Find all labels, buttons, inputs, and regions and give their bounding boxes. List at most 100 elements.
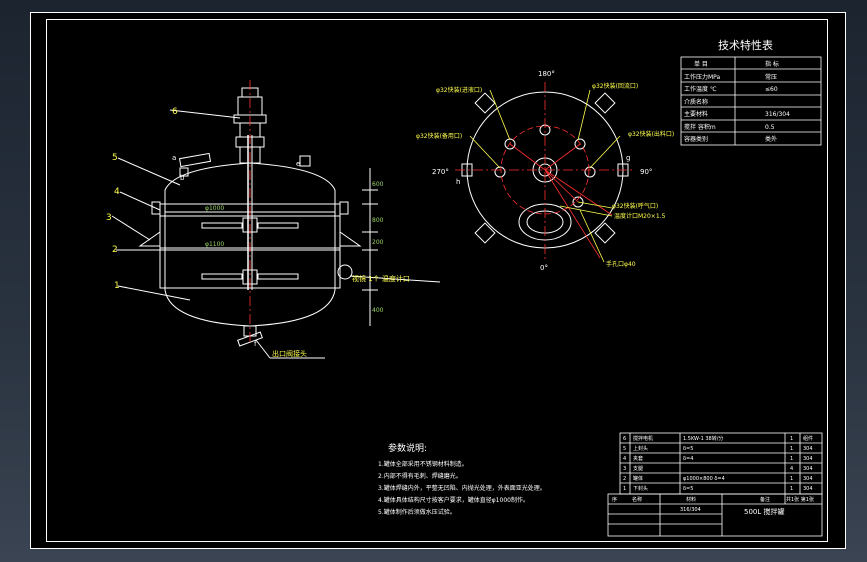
top-view-centerlines [455, 82, 635, 262]
svg-text:g: g [626, 154, 630, 162]
impeller-upper-right [257, 222, 299, 229]
svg-text:a: a [172, 154, 176, 162]
svg-text:工作温度 ℃: 工作温度 ℃ [684, 85, 717, 93]
svg-text:2.内部不得有毛刺、焊缝磨光。: 2.内部不得有毛刺、焊缝磨光。 [378, 472, 462, 480]
part-number-6: 6 [172, 107, 178, 117]
label-reflux: φ32快装(回流口) [592, 82, 638, 90]
svg-text:类外: 类外 [765, 135, 777, 143]
svg-text:δ=4: δ=4 [683, 456, 693, 462]
svg-text:指 标: 指 标 [765, 60, 779, 68]
svg-text:δ=5: δ=5 [683, 446, 693, 452]
svg-text:主要材料: 主要材料 [684, 110, 708, 118]
drawing-sheet [30, 12, 845, 548]
sheet-count: 共1张 第1张 [786, 496, 814, 503]
inner-frame [46, 19, 828, 542]
svg-text:序: 序 [612, 496, 617, 503]
part-number-5: 5 [112, 153, 118, 163]
svg-text:φ1000×800 δ=4: φ1000×800 δ=4 [683, 476, 725, 482]
parts-list: 6 搅拌电机 1.5KW-1 38转/分 1 组件 5 上封头 δ=5 1 30… [607, 432, 823, 537]
part-number-2: 2 [112, 245, 118, 255]
label-sight-port: 视镜 1个 温度计口 [352, 274, 410, 283]
dim-bottom: 400 [372, 307, 384, 314]
impeller-lower-right [257, 273, 299, 280]
material-spec: 316/304 [680, 507, 701, 513]
manhole [178, 152, 212, 168]
svg-text:1: 1 [790, 476, 793, 482]
svg-text:4: 4 [790, 466, 793, 472]
svg-text:上封头: 上封头 [633, 445, 648, 452]
svg-text:1.5KW-1 38转/分: 1.5KW-1 38转/分 [683, 435, 723, 442]
svg-text:316/304: 316/304 [765, 111, 790, 118]
part-number-1: 1 [114, 281, 120, 291]
dim-top: 600 [372, 181, 384, 188]
impeller-lower-left [201, 273, 243, 280]
sight-glass [337, 264, 353, 280]
leg-left [138, 231, 161, 247]
sheet-border [30, 12, 846, 549]
angle-top: 180° [538, 70, 555, 78]
svg-text:δ=5: δ=5 [683, 486, 693, 492]
svg-text:5.罐体制作后须做水压试验。: 5.罐体制作后须做水压试验。 [378, 508, 456, 516]
svg-text:5: 5 [623, 446, 626, 452]
svg-text:≤60: ≤60 [765, 86, 778, 93]
svg-text:支腿: 支腿 [633, 465, 643, 472]
svg-text:3.罐体焊缝内外，平整无凹陷、内抛光处理，外表面亚光处理。: 3.罐体焊缝内外，平整无凹陷、内抛光处理，外表面亚光处理。 [378, 484, 546, 492]
svg-text:下封头: 下封头 [633, 485, 648, 492]
label-vent: φ32快装(呼气口) [612, 202, 658, 210]
svg-text:2: 2 [623, 476, 626, 482]
svg-text:304: 304 [803, 486, 813, 492]
label-handhole: 手孔口φ40 [606, 260, 636, 268]
svg-text:1.罐体全部采用不锈钢材料制造。: 1.罐体全部采用不锈钢材料制造。 [378, 460, 468, 468]
svg-text:组件: 组件 [803, 435, 813, 442]
front-view [111, 87, 441, 359]
label-outlet: 出口阀接头 [272, 349, 307, 358]
leg-right [339, 231, 362, 247]
svg-text:罐体: 罐体 [633, 475, 643, 482]
svg-text:备注: 备注 [760, 496, 770, 503]
svg-text:工作压力MPa: 工作压力MPa [684, 73, 721, 81]
tech-table-title: 技术特性表 [718, 38, 773, 52]
angle-right: 90° [640, 168, 652, 176]
svg-text:b: b [180, 174, 185, 182]
svg-text:单 目: 单 目 [694, 60, 708, 68]
svg-text:1: 1 [790, 436, 793, 442]
drawing-title: 500L 搅拌罐 [744, 507, 785, 516]
part-number-3: 3 [106, 213, 112, 223]
svg-text:常压: 常压 [765, 73, 777, 81]
svg-text:夹套: 夹套 [633, 455, 643, 462]
svg-text:介质名称: 介质名称 [684, 98, 708, 106]
label-discharge: φ32快装(出料口) [628, 130, 674, 138]
svg-text:搅拌 容积m: 搅拌 容积m [684, 123, 716, 131]
svg-text:1: 1 [790, 486, 793, 492]
dim-inner-diameter: φ1000 [205, 205, 224, 212]
svg-text:1: 1 [790, 446, 793, 452]
svg-text:e: e [296, 160, 300, 168]
label-spare: φ32快装(备用口) [416, 132, 462, 140]
svg-text:h: h [456, 178, 460, 186]
dim-mid: 800 [372, 217, 384, 224]
label-inlet: φ32快装(进液口) [436, 86, 482, 94]
svg-text:1: 1 [623, 486, 626, 492]
svg-text:搅拌电机: 搅拌电机 [633, 435, 653, 442]
notes-block: 参数说明: 1.罐体全部采用不锈钢材料制造。 2.内部不得有毛刺、焊缝磨光。 3… [378, 442, 546, 516]
part-number-4: 4 [114, 187, 120, 197]
dim-side: 200 [372, 239, 384, 246]
svg-text:6: 6 [623, 436, 626, 442]
notes-title: 参数说明: [388, 442, 427, 454]
svg-text:4.罐体具体结构尺寸按客户要求，罐体直径φ1000制作。: 4.罐体具体结构尺寸按客户要求，罐体直径φ1000制作。 [378, 496, 529, 504]
angle-left: 270° [432, 168, 449, 176]
svg-text:304: 304 [803, 466, 813, 472]
svg-text:4: 4 [623, 456, 626, 462]
svg-text:材料: 材料 [686, 496, 696, 503]
svg-text:3: 3 [623, 466, 626, 472]
label-thermometer: 温度计口M20×1.5 [614, 212, 666, 220]
svg-text:f: f [254, 340, 257, 348]
svg-text:名称: 名称 [632, 496, 642, 503]
dim-jacket-diameter: φ1100 [205, 241, 224, 248]
svg-text:304: 304 [803, 476, 813, 482]
svg-text:1: 1 [790, 456, 793, 462]
impeller-upper-left [201, 222, 243, 229]
svg-text:304: 304 [803, 446, 813, 452]
svg-text:304: 304 [803, 456, 813, 462]
